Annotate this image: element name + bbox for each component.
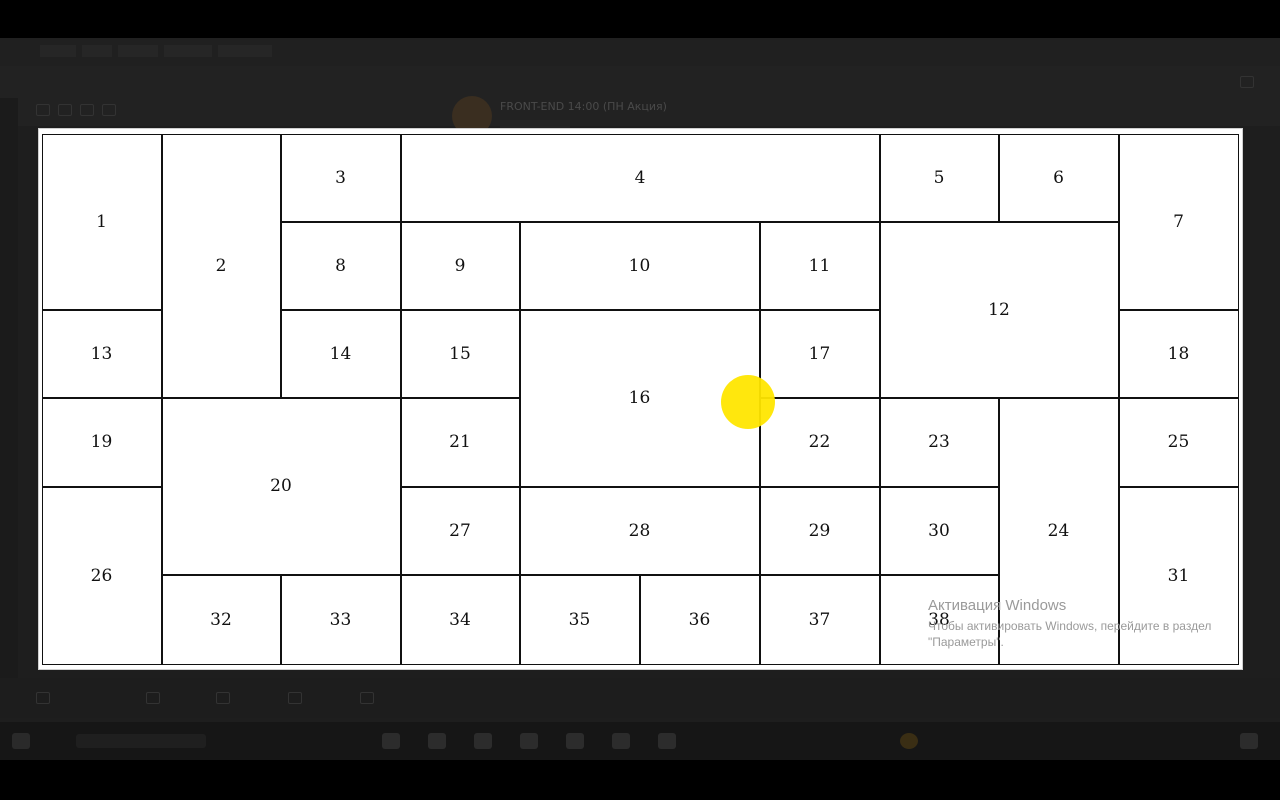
grid-cell-37: 37: [759, 574, 880, 665]
toolbar-icon[interactable]: [102, 104, 116, 116]
grid-cell-14: 14: [280, 309, 401, 398]
control-icon[interactable]: [288, 692, 302, 704]
grid-cell-19: 19: [41, 397, 162, 487]
grid-cell-24: 24: [998, 397, 1119, 665]
menu-bar: [0, 38, 1280, 66]
yellow-pointer-icon: [721, 375, 775, 429]
share-icon[interactable]: [1240, 76, 1254, 88]
meeting-subtitle-bar: [500, 120, 570, 128]
taskbar-search-box[interactable]: [76, 734, 206, 748]
menu-item[interactable]: [82, 45, 112, 57]
menu-item[interactable]: [164, 45, 212, 57]
grid-cell-2: 2: [161, 133, 281, 398]
taskbar: [0, 722, 1280, 760]
grid-cell-8: 8: [280, 221, 401, 310]
grid-cell-25: 25: [1118, 397, 1239, 487]
menu-item[interactable]: [118, 45, 158, 57]
grid-cell-3: 3: [280, 133, 401, 222]
grid-cell-4: 4: [400, 133, 880, 222]
activation-watermark-title: Активация Windows: [928, 597, 1067, 614]
menu-item[interactable]: [40, 45, 76, 57]
grid-cell-38: 38: [879, 574, 999, 665]
grid-cell-15: 15: [400, 309, 520, 398]
taskbar-app-icon[interactable]: [520, 733, 538, 749]
notifications-icon[interactable]: [1240, 733, 1258, 749]
grid-cell-5: 5: [879, 133, 999, 222]
control-icon[interactable]: [216, 692, 230, 704]
grid-cell-30: 30: [879, 486, 999, 575]
toolbar-icon[interactable]: [80, 104, 94, 116]
grid-cell-36: 36: [639, 574, 760, 665]
grid-cell-27: 27: [400, 486, 520, 575]
taskbar-app-icon[interactable]: [428, 733, 446, 749]
bottom-controls: [0, 678, 1280, 718]
weather-icon[interactable]: [900, 733, 918, 749]
grid-cell-7: 7: [1118, 133, 1239, 310]
grid-cell-9: 9: [400, 221, 520, 310]
grid-cell-29: 29: [759, 486, 880, 575]
grid-cell-28: 28: [519, 486, 760, 575]
taskbar-app-icon[interactable]: [566, 733, 584, 749]
numbered-grid: 1 2 3 4 5 6 7 8 9 10 11 12 13 14 15 16 1…: [41, 133, 1239, 665]
grid-cell-33: 33: [280, 574, 401, 665]
grid-cell-32: 32: [161, 574, 281, 665]
grid-cell-17: 17: [759, 309, 880, 398]
meeting-title: FRONT-END 14:00 (ПН Акция): [500, 100, 667, 113]
activation-watermark-subtitle: Чтобы активировать Windows, перейдите в …: [928, 619, 1212, 649]
grid-cell-13: 13: [41, 309, 162, 398]
grid-cell-22: 22: [759, 397, 880, 487]
grid-cell-11: 11: [759, 221, 880, 310]
grid-cell-26: 26: [41, 486, 162, 665]
meeting-header: FRONT-END 14:00 (ПН Акция): [0, 66, 1280, 136]
windows-start-icon[interactable]: [12, 733, 30, 749]
grid-cell-18: 18: [1118, 309, 1239, 398]
grid-cell-10: 10: [519, 221, 760, 310]
menu-item[interactable]: [218, 45, 272, 57]
taskbar-app-icon[interactable]: [612, 733, 630, 749]
control-icon[interactable]: [146, 692, 160, 704]
grid-cell-20: 20: [161, 397, 401, 575]
grid-cell-1: 1: [41, 133, 162, 310]
grid-cell-35: 35: [519, 574, 640, 665]
grid-cell-21: 21: [400, 397, 520, 487]
taskbar-app-icon[interactable]: [474, 733, 492, 749]
taskbar-app-icon[interactable]: [382, 733, 400, 749]
left-rail: [0, 98, 18, 678]
toolbar-icon[interactable]: [58, 104, 72, 116]
grid-cell-6: 6: [998, 133, 1119, 222]
grid-cell-12: 12: [879, 221, 1119, 398]
control-icon[interactable]: [36, 692, 50, 704]
grid-cell-34: 34: [400, 574, 520, 665]
toolbar-icon[interactable]: [36, 104, 50, 116]
grid-cell-23: 23: [879, 397, 999, 487]
grid-cell-31: 31: [1118, 486, 1239, 665]
control-icon[interactable]: [360, 692, 374, 704]
taskbar-app-icon[interactable]: [658, 733, 676, 749]
